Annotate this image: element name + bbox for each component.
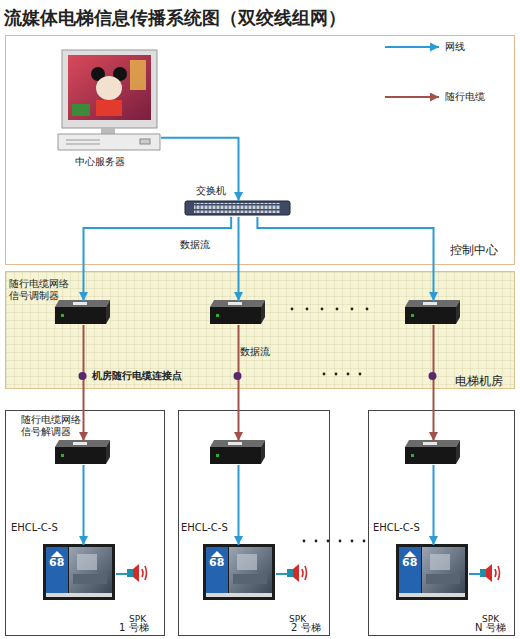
ellipsis-dot	[327, 540, 330, 543]
traveling-cable	[83, 325, 85, 441]
modulator-node: 随行电缆网络 信号调制器	[56, 301, 111, 325]
elevator-box: 2 号梯EHCL-C-SSPK	[178, 410, 330, 636]
device-label: SPK	[482, 614, 512, 624]
display-screen	[43, 544, 115, 600]
audio-wire	[276, 573, 288, 575]
diagram-title: 流媒体电梯信息传播系统图（双绞线组网）	[4, 6, 346, 30]
server-node: 中心服务器	[59, 49, 161, 151]
traveling-cable	[238, 325, 240, 441]
ellipsis-dot	[366, 308, 369, 311]
screen-figure	[72, 104, 90, 116]
device-label: 交换机	[196, 185, 246, 197]
ellipsis-dot	[359, 373, 362, 376]
demodulator-node	[211, 441, 266, 465]
device-label: 中心服务器	[75, 156, 155, 168]
device-label: SPK	[289, 614, 319, 624]
ellipsis-dot	[347, 373, 350, 376]
demodulator-node: 随行电缆网络 信号解调器	[56, 441, 111, 465]
ellipsis-dot	[323, 373, 326, 376]
ellipsis-dot	[351, 540, 354, 543]
monitor-screen	[68, 55, 151, 120]
speaker-node: SPK	[481, 563, 503, 585]
network-cable	[238, 217, 240, 301]
modulator-node	[211, 301, 266, 325]
ellipsis-dot	[336, 308, 339, 311]
switch-node: 交换机	[186, 201, 291, 217]
monitor-frame	[62, 50, 157, 128]
display-node: EHCL-C-S	[44, 545, 116, 601]
zone-label: 电梯机房	[455, 375, 517, 389]
switch-ports	[194, 203, 280, 213]
demodulator-device	[210, 440, 265, 464]
device-label: EHCL-C-S	[181, 522, 251, 534]
display-node: EHCL-C-S	[204, 545, 276, 601]
power-button	[140, 139, 150, 144]
modulator-device	[55, 300, 110, 324]
legend-line	[385, 46, 439, 48]
speaker-node: SPK	[128, 563, 150, 585]
network-cable	[257, 217, 433, 301]
display-node: EHCL-C-S	[397, 545, 469, 601]
network-cable	[83, 465, 85, 545]
ellipsis-dot	[303, 540, 306, 543]
demodulator-node	[406, 441, 461, 465]
device-label: 随行电缆网络 信号调制器	[9, 278, 73, 301]
device-label: 随行电缆网络 信号解调器	[21, 414, 85, 437]
cable-junction-dot	[234, 372, 242, 380]
display-screen	[396, 544, 468, 600]
drive-slot	[66, 140, 100, 141]
display-screen	[203, 544, 275, 600]
switch-illustration	[185, 201, 290, 215]
ellipsis-dot	[339, 540, 342, 543]
network-cable	[84, 217, 232, 301]
monitor-stand	[101, 128, 115, 134]
zone-label: 控制中心	[450, 244, 512, 258]
modulator-device	[210, 300, 265, 324]
computer-case	[58, 134, 160, 150]
ellipsis-dot	[363, 540, 366, 543]
audio-wire	[469, 573, 481, 575]
cable-junction-dot	[79, 372, 87, 380]
elevator-box: 1 号梯随行电缆网络 信号解调器EHCL-C-SSPK	[5, 410, 165, 636]
ellipsis-dots	[291, 308, 369, 543]
ellipsis-dot	[291, 308, 294, 311]
cable-junctions	[79, 372, 437, 380]
traveling-cable	[433, 325, 435, 441]
network-cable	[161, 138, 239, 201]
control-center-zone: 控制中心 中心服务器交换机	[5, 35, 515, 265]
ellipsis-dot	[335, 373, 338, 376]
demodulator-device	[405, 440, 460, 464]
ellipsis-dot	[306, 308, 309, 311]
screen-figure	[91, 67, 105, 81]
ellipsis-dot	[321, 308, 324, 311]
machine-room-zone: 电梯机房 随行电缆网络 信号调制器	[5, 271, 515, 389]
device-label: EHCL-C-S	[373, 522, 443, 534]
ellipsis-dot	[315, 540, 318, 543]
modulator-device	[405, 300, 460, 324]
speaker-node: SPK	[288, 563, 310, 585]
device-label: EHCL-C-S	[11, 522, 81, 534]
audio-wire	[116, 573, 128, 575]
cable-junction-dot	[429, 372, 437, 380]
network-cable	[238, 465, 240, 545]
speaker-symbol	[480, 564, 500, 582]
elevator-box: N 号梯EHCL-C-SSPK	[368, 410, 515, 636]
server-illustration	[58, 50, 160, 150]
switch-body	[185, 201, 290, 215]
network-cable	[433, 465, 435, 545]
ellipsis-dot	[351, 308, 354, 311]
speaker-symbol	[287, 564, 307, 582]
modulator-node	[406, 301, 461, 325]
drive-slot	[66, 144, 100, 145]
legend-line	[385, 96, 439, 98]
demodulator-device	[55, 440, 110, 464]
speaker-symbol	[127, 564, 147, 582]
screen-figure	[96, 100, 122, 116]
screen-figure	[96, 76, 122, 100]
screen-figure	[113, 67, 127, 81]
screen-figure	[130, 60, 146, 90]
device-label: SPK	[129, 614, 159, 624]
